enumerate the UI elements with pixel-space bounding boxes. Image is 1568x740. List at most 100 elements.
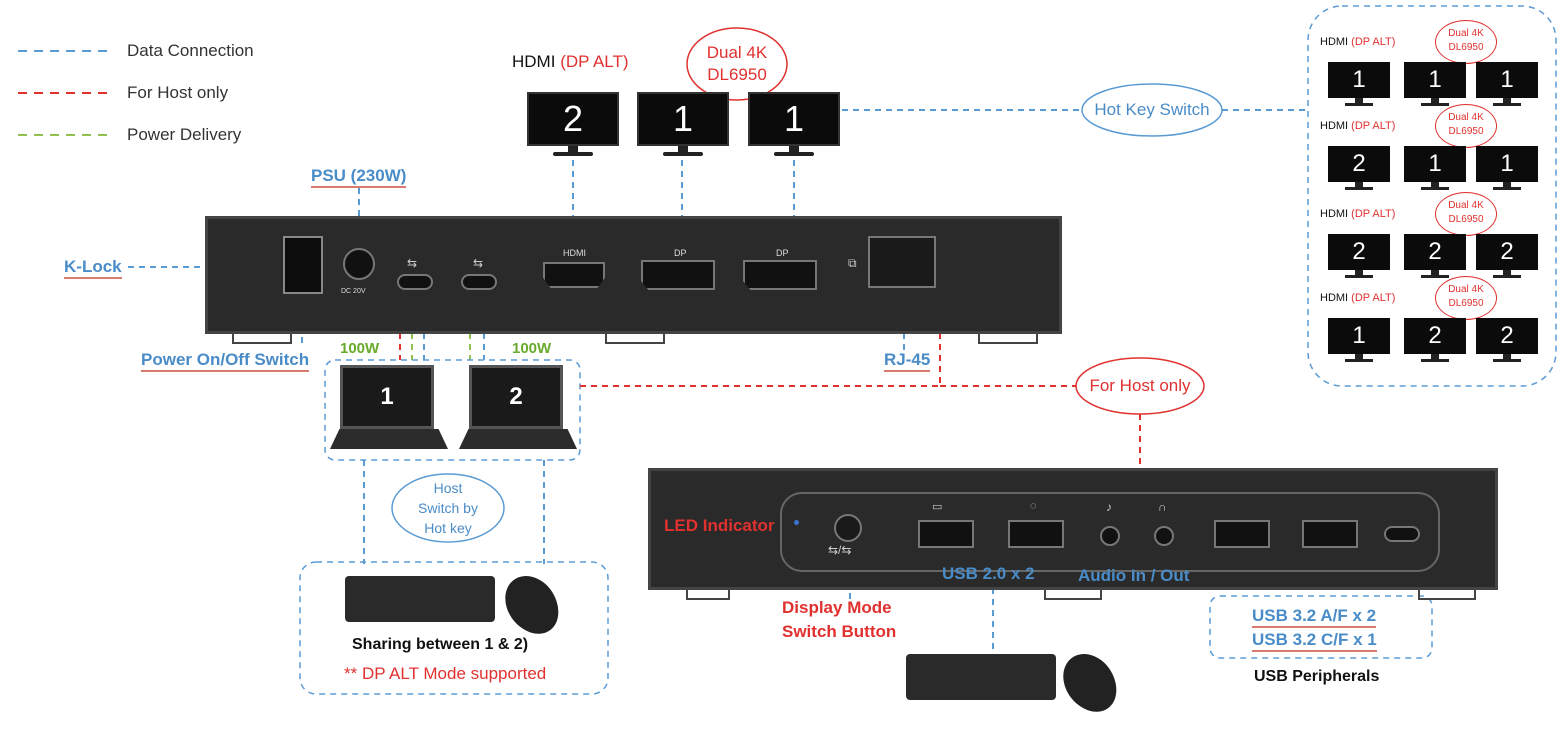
panel-monitor-number: 1: [1328, 62, 1390, 98]
usb-peripherals-box: [1209, 595, 1433, 659]
panel-dual4k-ellipse: Dual 4K DL6950: [1435, 104, 1497, 148]
panel-monitor-number: 2: [1476, 234, 1538, 270]
front-foot: [1044, 590, 1102, 600]
laptop-2: 2: [459, 365, 577, 455]
host-switch-line3: Hot key: [424, 520, 472, 536]
usb-c-port-2[interactable]: [461, 274, 497, 290]
rear-foot: [978, 334, 1038, 344]
panel-dual4k-ellipse: Dual 4K DL6950: [1435, 20, 1497, 64]
panel-dual4k-line2: DL6950: [1448, 42, 1484, 53]
panel-monitor: 2: [1476, 234, 1538, 278]
laptops-box: [324, 359, 581, 461]
monitor-number: 2: [527, 92, 619, 146]
panel-monitor: 2: [1328, 146, 1390, 190]
monitor-dp2: 1: [748, 92, 840, 156]
usb-c-icon: ⇆: [407, 256, 418, 270]
panel-monitor: 1: [1476, 62, 1538, 106]
power-switch-text: Power On/Off Switch: [141, 350, 310, 372]
dc-in-port[interactable]: [343, 248, 375, 280]
usb-peripherals-title: USB Peripherals: [1254, 668, 1380, 685]
panel-hdmi-label: HDMI (DP ALT): [1320, 208, 1395, 220]
watt-label-1: 100W: [340, 340, 380, 357]
sharing-box: [299, 561, 609, 695]
panel-dual4k-line2: DL6950: [1448, 214, 1484, 225]
k-lock-text: K-Lock: [64, 257, 122, 279]
panel-hdmi-label: HDMI (DP ALT): [1320, 292, 1395, 304]
panel-monitor: 2: [1404, 234, 1466, 278]
legend-power-delivery: Power Delivery: [127, 125, 242, 144]
host-switch-line2: Switch by: [418, 500, 478, 516]
panel-hdmi-label: HDMI (DP ALT): [1320, 36, 1395, 48]
rj45-port[interactable]: [868, 236, 936, 288]
panel-monitor-number: 2: [1404, 234, 1466, 270]
hot-key-ellipse: [1081, 83, 1223, 137]
dp-port-label-2: DP: [776, 248, 789, 258]
headphone-jack[interactable]: [1154, 526, 1174, 546]
usb20-port-2[interactable]: [1008, 520, 1064, 548]
usb32a-port-2[interactable]: [1302, 520, 1358, 548]
keyboard-port-icon: ▭: [932, 501, 943, 513]
sharing-label: Sharing between 1 & 2): [352, 636, 529, 653]
headphone-icon: ∩: [1158, 500, 1167, 514]
network-icon: ⧉: [848, 256, 857, 270]
usb32c-text: USB 3.2 C/F x 1: [1252, 630, 1377, 652]
panel-dp-alt-text: (DP ALT): [1351, 208, 1396, 220]
panel-monitor-number: 2: [1404, 318, 1466, 354]
front-foot: [1418, 590, 1476, 600]
top-hdmi-text: HDMI: [512, 52, 556, 71]
host-switch-label: Host Switch by Hot key: [398, 478, 498, 538]
panel-monitor: 1: [1476, 146, 1538, 190]
panel-monitor: 1: [1328, 318, 1390, 362]
panel-monitor: 1: [1328, 62, 1390, 106]
display-mode-line2: Switch Button: [782, 622, 897, 641]
usb20-port-1[interactable]: [918, 520, 974, 548]
laptop-number: 1: [340, 365, 434, 429]
keyboard-icon: [906, 654, 1056, 700]
rear-foot: [232, 334, 292, 344]
display-mode-icon: ⇆/⇆: [828, 543, 852, 557]
display-mode-button[interactable]: [834, 514, 862, 542]
mic-jack[interactable]: [1100, 526, 1120, 546]
usb32c-port[interactable]: [1384, 526, 1420, 542]
panel-hdmi-label: HDMI (DP ALT): [1320, 120, 1395, 132]
k-lock-label: K-Lock: [64, 257, 122, 279]
right-panel-box: [1307, 5, 1557, 387]
usb-c-port-1[interactable]: [397, 274, 433, 290]
panel-dual4k-line1: Dual 4K: [1448, 28, 1484, 39]
led-indicator-label: LED Indicator: [664, 516, 775, 535]
laptop-1: 1: [330, 365, 448, 455]
usb32a-port-1[interactable]: [1214, 520, 1270, 548]
panel-monitor-number: 2: [1328, 234, 1390, 270]
top-hdmi-label: HDMI (DP ALT): [512, 52, 629, 72]
panel-dual4k-line2: DL6950: [1448, 126, 1484, 137]
keyboard-icon: [345, 576, 495, 622]
panel-dual4k-line1: Dual 4K: [1448, 200, 1484, 211]
hdmi-port[interactable]: [543, 262, 605, 288]
psu-label: PSU (230W): [311, 166, 407, 188]
panel-monitor: 2: [1328, 234, 1390, 278]
panel-dual4k-line1: Dual 4K: [1448, 112, 1484, 123]
monitor-number: 1: [748, 92, 840, 146]
display-mode-label: Display Mode Switch Button: [782, 596, 896, 644]
panel-monitor-number: 2: [1328, 146, 1390, 182]
dp-port-2[interactable]: [743, 260, 817, 290]
monitor-number: 1: [637, 92, 729, 146]
top-dual4k-line1: Dual 4K: [706, 43, 768, 62]
hot-key-switch-label: Hot Key Switch: [1094, 100, 1210, 119]
panel-monitor: 2: [1476, 318, 1538, 362]
legend-for-host-only: For Host only: [127, 83, 229, 102]
usb32a-text: USB 3.2 A/F x 2: [1252, 606, 1377, 628]
dp-port-label-1: DP: [674, 248, 687, 258]
panel-monitor-number: 1: [1404, 146, 1466, 182]
usb20-label: USB 2.0 x 2: [942, 564, 1035, 583]
panel-dp-alt-text: (DP ALT): [1351, 36, 1396, 48]
power-switch-port[interactable]: [283, 236, 323, 294]
panel-dp-alt-text: (DP ALT): [1351, 120, 1396, 132]
panel-dual4k-ellipse: Dual 4K DL6950: [1435, 192, 1497, 236]
dp-port-1[interactable]: [641, 260, 715, 290]
psu-text: PSU (230W): [311, 166, 407, 188]
panel-monitor: 1: [1404, 62, 1466, 106]
panel-hdmi-text: HDMI: [1320, 208, 1349, 220]
host-switch-ellipse: [391, 473, 505, 543]
